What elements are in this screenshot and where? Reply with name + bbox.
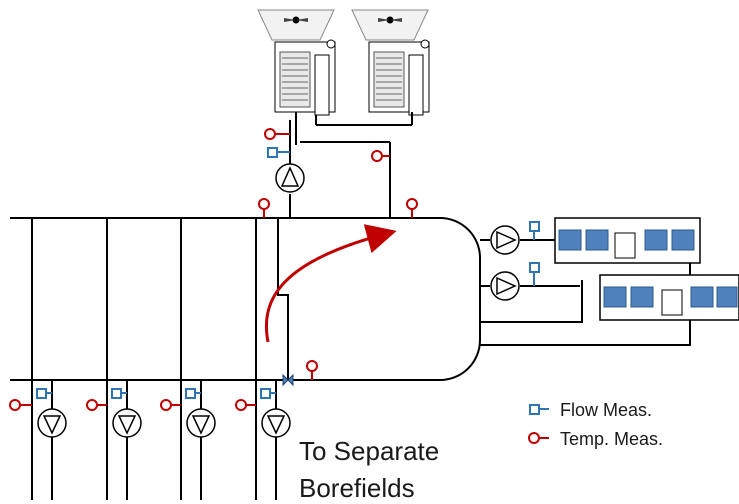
flow-sensor-icon [260,388,276,399]
flow-sensor-icon [111,388,127,399]
cooling-tower-left [257,9,336,116]
borefield-pump-4 [261,408,291,438]
temp-sensor-icon [235,399,256,411]
borefield-pump-3 [186,408,216,438]
to-separate-label: To Separate [299,436,439,466]
load-pump-1 [490,225,520,255]
temp-sensor-icon [306,360,318,380]
flow-sensor-icon [267,147,290,158]
temp-sensor-icon [9,399,32,411]
temp-sensor-icon [264,128,290,140]
legend-temp-label: Temp. Meas. [560,429,663,449]
load-panel-2 [599,274,739,321]
temp-sensor-icon [406,198,418,218]
load-pump-2 [490,271,520,301]
cooling-tower-right [351,9,430,116]
flow-sensor-icon [529,262,540,286]
borefields-label: Borefields [299,473,415,503]
flow-sensors [36,147,540,399]
legend-temp-icon [528,432,549,444]
temp-sensor-icon [371,150,390,162]
flow-sensor-icon [36,388,52,399]
piping [10,112,691,500]
temp-sensor-icon [258,198,270,218]
load-panel-1 [554,217,701,264]
borefield-pump-2 [112,408,142,438]
valve-icon [282,373,294,387]
legend: Flow Meas. Temp. Meas. [528,400,663,449]
temp-sensor-icon [86,399,107,411]
legend-flow-label: Flow Meas. [560,400,652,420]
flow-direction-arrow [264,224,397,343]
flow-sensor-icon [529,221,540,240]
flow-sensor-icon [185,388,201,399]
borefield-pump-1 [37,408,67,438]
legend-flow-icon [529,404,549,415]
tower-pump [275,163,305,193]
temp-sensors [9,128,418,411]
temp-sensor-icon [160,399,181,411]
